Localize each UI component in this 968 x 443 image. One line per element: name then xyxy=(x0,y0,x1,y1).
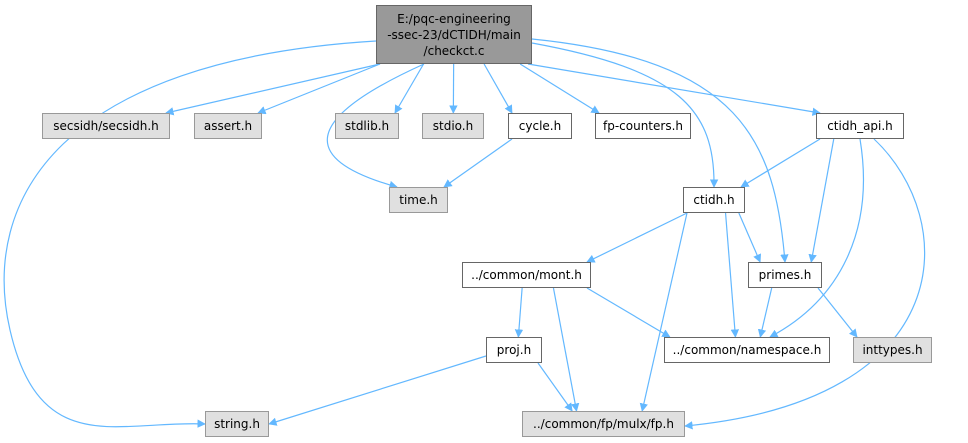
edge-primes-to-namespace xyxy=(757,287,773,338)
node-stdlib[interactable]: stdlib.h xyxy=(335,113,399,139)
node-secsidh[interactable]: secsidh/secsidh.h xyxy=(42,113,170,139)
edge-cycle-to-time xyxy=(443,138,513,188)
edge-proj-to-string xyxy=(268,355,487,426)
edge-ctidh_api-to-ctidh xyxy=(740,138,821,188)
edge-proj-to-fp xyxy=(537,362,573,412)
node-checkct[interactable]: E:/pqc-engineering -ssec-23/dCTIDH/main … xyxy=(376,5,532,64)
node-assert[interactable]: assert.h xyxy=(194,113,262,139)
edge-ctidh-to-namespace xyxy=(724,212,740,338)
node-ctidh-api[interactable]: ctidh_api.h xyxy=(816,113,904,139)
edge-checkct-to-assert xyxy=(257,63,381,115)
edge-checkct-to-cycle xyxy=(483,63,513,114)
node-stdio[interactable]: stdio.h xyxy=(422,113,484,139)
edge-checkct-to-fpcounters xyxy=(519,63,600,114)
edge-checkct-to-time xyxy=(326,63,425,190)
edge-ctidh-to-primes xyxy=(738,212,761,263)
edge-mont-to-namespace xyxy=(586,287,671,338)
edge-ctidh_api-to-namespace xyxy=(769,138,864,338)
node-mont[interactable]: ../common/mont.h xyxy=(462,262,591,288)
edge-ctidh-to-fp xyxy=(639,212,688,412)
edge-mont-to-proj xyxy=(514,287,524,338)
node-string[interactable]: string.h xyxy=(205,411,269,437)
edge-checkct-to-ctidh_api xyxy=(527,63,821,116)
edge-checkct-to-secsidh xyxy=(165,63,381,116)
node-time[interactable]: time.h xyxy=(389,187,448,213)
edge-mont-to-fp xyxy=(552,287,580,412)
edge-ctidh_api-to-fp xyxy=(684,138,926,430)
node-inttypes[interactable]: inttypes.h xyxy=(853,337,932,363)
edge-checkct-to-ctidh xyxy=(531,42,719,188)
node-cycle[interactable]: cycle.h xyxy=(508,113,572,139)
edge-primes-to-inttypes xyxy=(817,287,858,338)
node-fp-counters[interactable]: fp-counters.h xyxy=(595,113,691,139)
node-namespace[interactable]: ../common/namespace.h xyxy=(664,337,830,363)
edge-ctidh_api-to-primes xyxy=(808,138,835,263)
edge-ctidh-to-mont xyxy=(586,212,688,263)
edge-checkct-to-string xyxy=(3,40,377,428)
node-primes[interactable]: primes.h xyxy=(748,262,822,288)
node-proj[interactable]: proj.h xyxy=(486,337,542,363)
edge-checkct-to-stdlib xyxy=(394,63,425,114)
node-fp[interactable]: ../common/fp/mulx/fp.h xyxy=(522,411,685,437)
node-ctidh[interactable]: ctidh.h xyxy=(683,187,745,213)
edge-checkct-to-primes xyxy=(531,38,789,263)
